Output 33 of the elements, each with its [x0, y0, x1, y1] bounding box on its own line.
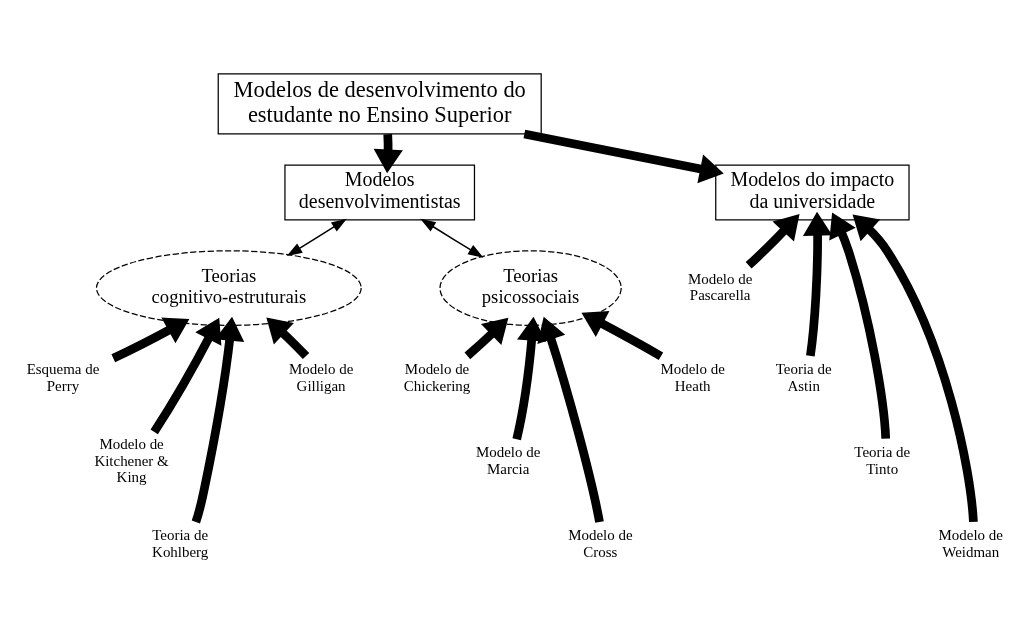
arrow: [266, 317, 310, 360]
node-text: Modelo de Chickering: [403, 361, 471, 394]
arrow: [373, 134, 403, 174]
node-ellipse: Teorias psicossociais: [439, 250, 622, 326]
node-text: Modelo de Pascarella: [687, 270, 753, 304]
arrow: [581, 311, 664, 361]
node-box: Modelos do impacto da universidade: [715, 164, 910, 221]
arrow: [150, 317, 222, 435]
arrow: [191, 316, 245, 524]
arrow: [803, 211, 833, 357]
arrow: [464, 317, 509, 360]
node-text: Teoria de Tinto: [854, 444, 911, 477]
arrow: [829, 212, 891, 439]
arrow: [286, 218, 347, 257]
node-text: Modelo de Marcia: [475, 444, 541, 477]
arrow: [852, 214, 978, 523]
node-text: Modelo de Gilligan: [288, 361, 354, 394]
node-text: Modelo de Heath: [660, 361, 725, 394]
node-text: Modelo de Cross: [568, 527, 633, 560]
node-box: Modelos de desenvolvimento do estudante no Ensino Superior: [217, 73, 542, 135]
node-text: Teoria de Astin: [775, 361, 832, 394]
arrow: [537, 316, 604, 523]
arrow: [420, 218, 484, 258]
arrow: [523, 129, 724, 184]
node-text: Esquema de Perry: [26, 361, 100, 394]
arrow: [745, 214, 800, 269]
node-text: Teoria de Kohlberg: [152, 527, 209, 560]
node-text: Modelo de Weidman: [938, 527, 1003, 560]
arrow: [512, 316, 547, 441]
node-box: Modelos desenvolvimentistas: [284, 164, 476, 221]
arrow: [111, 317, 190, 363]
node-text: Modelo de Kitchener & King: [94, 436, 169, 485]
node-ellipse: Teorias cognitivo-estruturais: [95, 250, 362, 326]
